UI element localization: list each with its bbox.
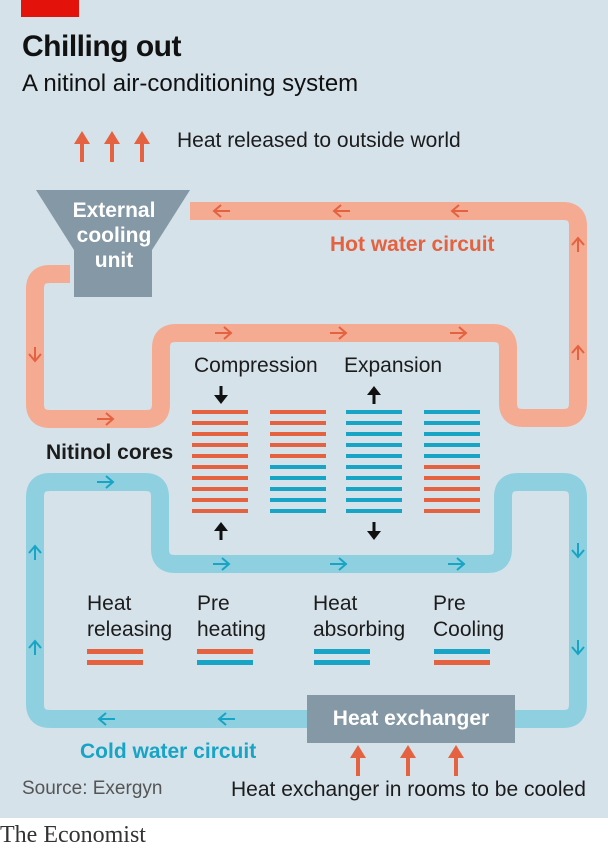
legend-heat-releasing-line1: Heat [87, 592, 132, 615]
cold-water-circuit-label: Cold water circuit [80, 740, 257, 763]
external-unit-line1: External [72, 199, 156, 222]
heat-exchanger-box [307, 695, 515, 743]
nitinol-core-1 [192, 410, 248, 513]
cold-flow-arrows [28, 475, 585, 726]
nitinol-core-3 [346, 410, 402, 513]
legend-swatches [87, 649, 490, 665]
legend-swatch-heat-absorbing-bottom [314, 660, 370, 665]
nitinol-core-4 [424, 410, 480, 513]
legend-swatch-heat-releasing-bottom [87, 660, 143, 665]
legend-swatch-pre-cooling-top [434, 649, 490, 654]
page-subtitle: A nitinol air-conditioning system [22, 70, 359, 97]
legend-swatch-pre-heating-bottom [197, 660, 253, 665]
legend-heat-absorbing: Heat absorbing [313, 591, 405, 644]
nitinol-core-2 [270, 410, 326, 513]
external-cooling-unit [36, 190, 190, 297]
heat-released-arrows [74, 131, 150, 162]
legend-heat-absorbing-line2: absorbing [313, 618, 406, 642]
legend-pre-heating-line2: heating [197, 618, 266, 642]
legend-swatch-heat-releasing-top [87, 649, 143, 654]
external-unit-line2: cooling [76, 224, 152, 248]
legend-swatch-pre-cooling-bottom [434, 660, 490, 665]
legend-pre-heating: Pre heating [197, 591, 266, 644]
external-cooling-unit-label: External cooling unit [40, 198, 188, 274]
heat-exchanger-rooms-label: Heat exchanger in rooms to be cooled [231, 778, 586, 801]
legend-heat-absorbing-line1: Heat [313, 592, 358, 615]
nitinol-cores-label: Nitinol cores [46, 441, 174, 464]
legend-heat-releasing: Heat releasing [87, 591, 172, 644]
legend-pre-cooling-line1: Pre [433, 592, 466, 615]
external-unit-line3: unit [94, 249, 134, 273]
heat-released-label: Heat released to outside world [177, 129, 461, 152]
legend-pre-cooling-line2: Cooling [433, 618, 505, 642]
legend-pre-cooling: Pre Cooling [433, 591, 504, 644]
hot-flow-arrows [28, 204, 585, 426]
heat-exchanger-room-arrows [350, 745, 464, 776]
legend-swatch-pre-heating-top [197, 649, 253, 654]
legend-pre-heating-line1: Pre [197, 592, 230, 615]
source-note: Source: Exergyn [22, 778, 163, 799]
compression-label: Compression [194, 354, 318, 377]
publisher-brand: The Economist [0, 822, 146, 848]
page-title: Chilling out [22, 30, 181, 63]
system-diagram [26, 131, 587, 776]
legend-heat-releasing-line2: releasing [87, 618, 173, 642]
expansion-label: Expansion [344, 354, 443, 377]
hot-water-circuit-label: Hot water circuit [330, 233, 495, 256]
legend-swatch-heat-absorbing-top [314, 649, 370, 654]
brand-red-bar [21, 0, 79, 17]
core-force-arrows [214, 386, 381, 540]
heat-exchanger-label: Heat exchanger [332, 707, 490, 730]
